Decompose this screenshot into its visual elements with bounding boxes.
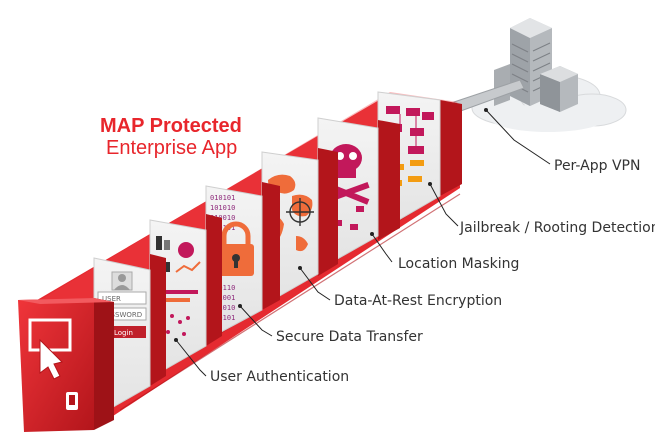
svg-text:010010: 010010 (210, 214, 235, 222)
svg-text:011010: 011010 (210, 304, 235, 312)
panel-user-authentication: USER PASSWORD Login (93, 254, 166, 419)
label-data-at-rest-encryption: Data-At-Rest Encryption (334, 293, 502, 309)
charts-dashboard-icon (156, 236, 201, 336)
svg-text:110101: 110101 (210, 224, 235, 232)
login-button-label: Login (114, 329, 133, 337)
label-user-authentication: User Authentication (210, 369, 349, 385)
title-line-2: Enterprise App (106, 137, 237, 159)
label-location-masking: Location Masking (398, 256, 519, 272)
svg-text:101001: 101001 (210, 294, 235, 302)
password-field-label: PASSWORD (102, 311, 142, 319)
svg-text:010101: 010101 (210, 194, 235, 202)
padlock-icon (218, 221, 254, 276)
title-line-1: MAP Protected (100, 115, 242, 137)
crosshair-icon (286, 198, 314, 226)
front-end-cap (18, 298, 114, 432)
label-per-app-vpn: Per-App VPN (554, 158, 640, 174)
svg-text:010110: 010110 (210, 284, 235, 292)
pointer-hand-icon (28, 318, 78, 410)
user-avatar-icon (111, 271, 133, 291)
svg-text:100101: 100101 (210, 314, 235, 322)
user-field-label: USER (102, 295, 121, 303)
office-building-icon (494, 18, 578, 112)
label-jailbreak-rooting-detection: Jailbreak / Rooting Detection (459, 220, 655, 236)
label-secure-data-transfer: Secure Data Transfer (276, 329, 423, 345)
svg-text:101010: 101010 (210, 204, 235, 212)
leader-lines (174, 108, 551, 377)
